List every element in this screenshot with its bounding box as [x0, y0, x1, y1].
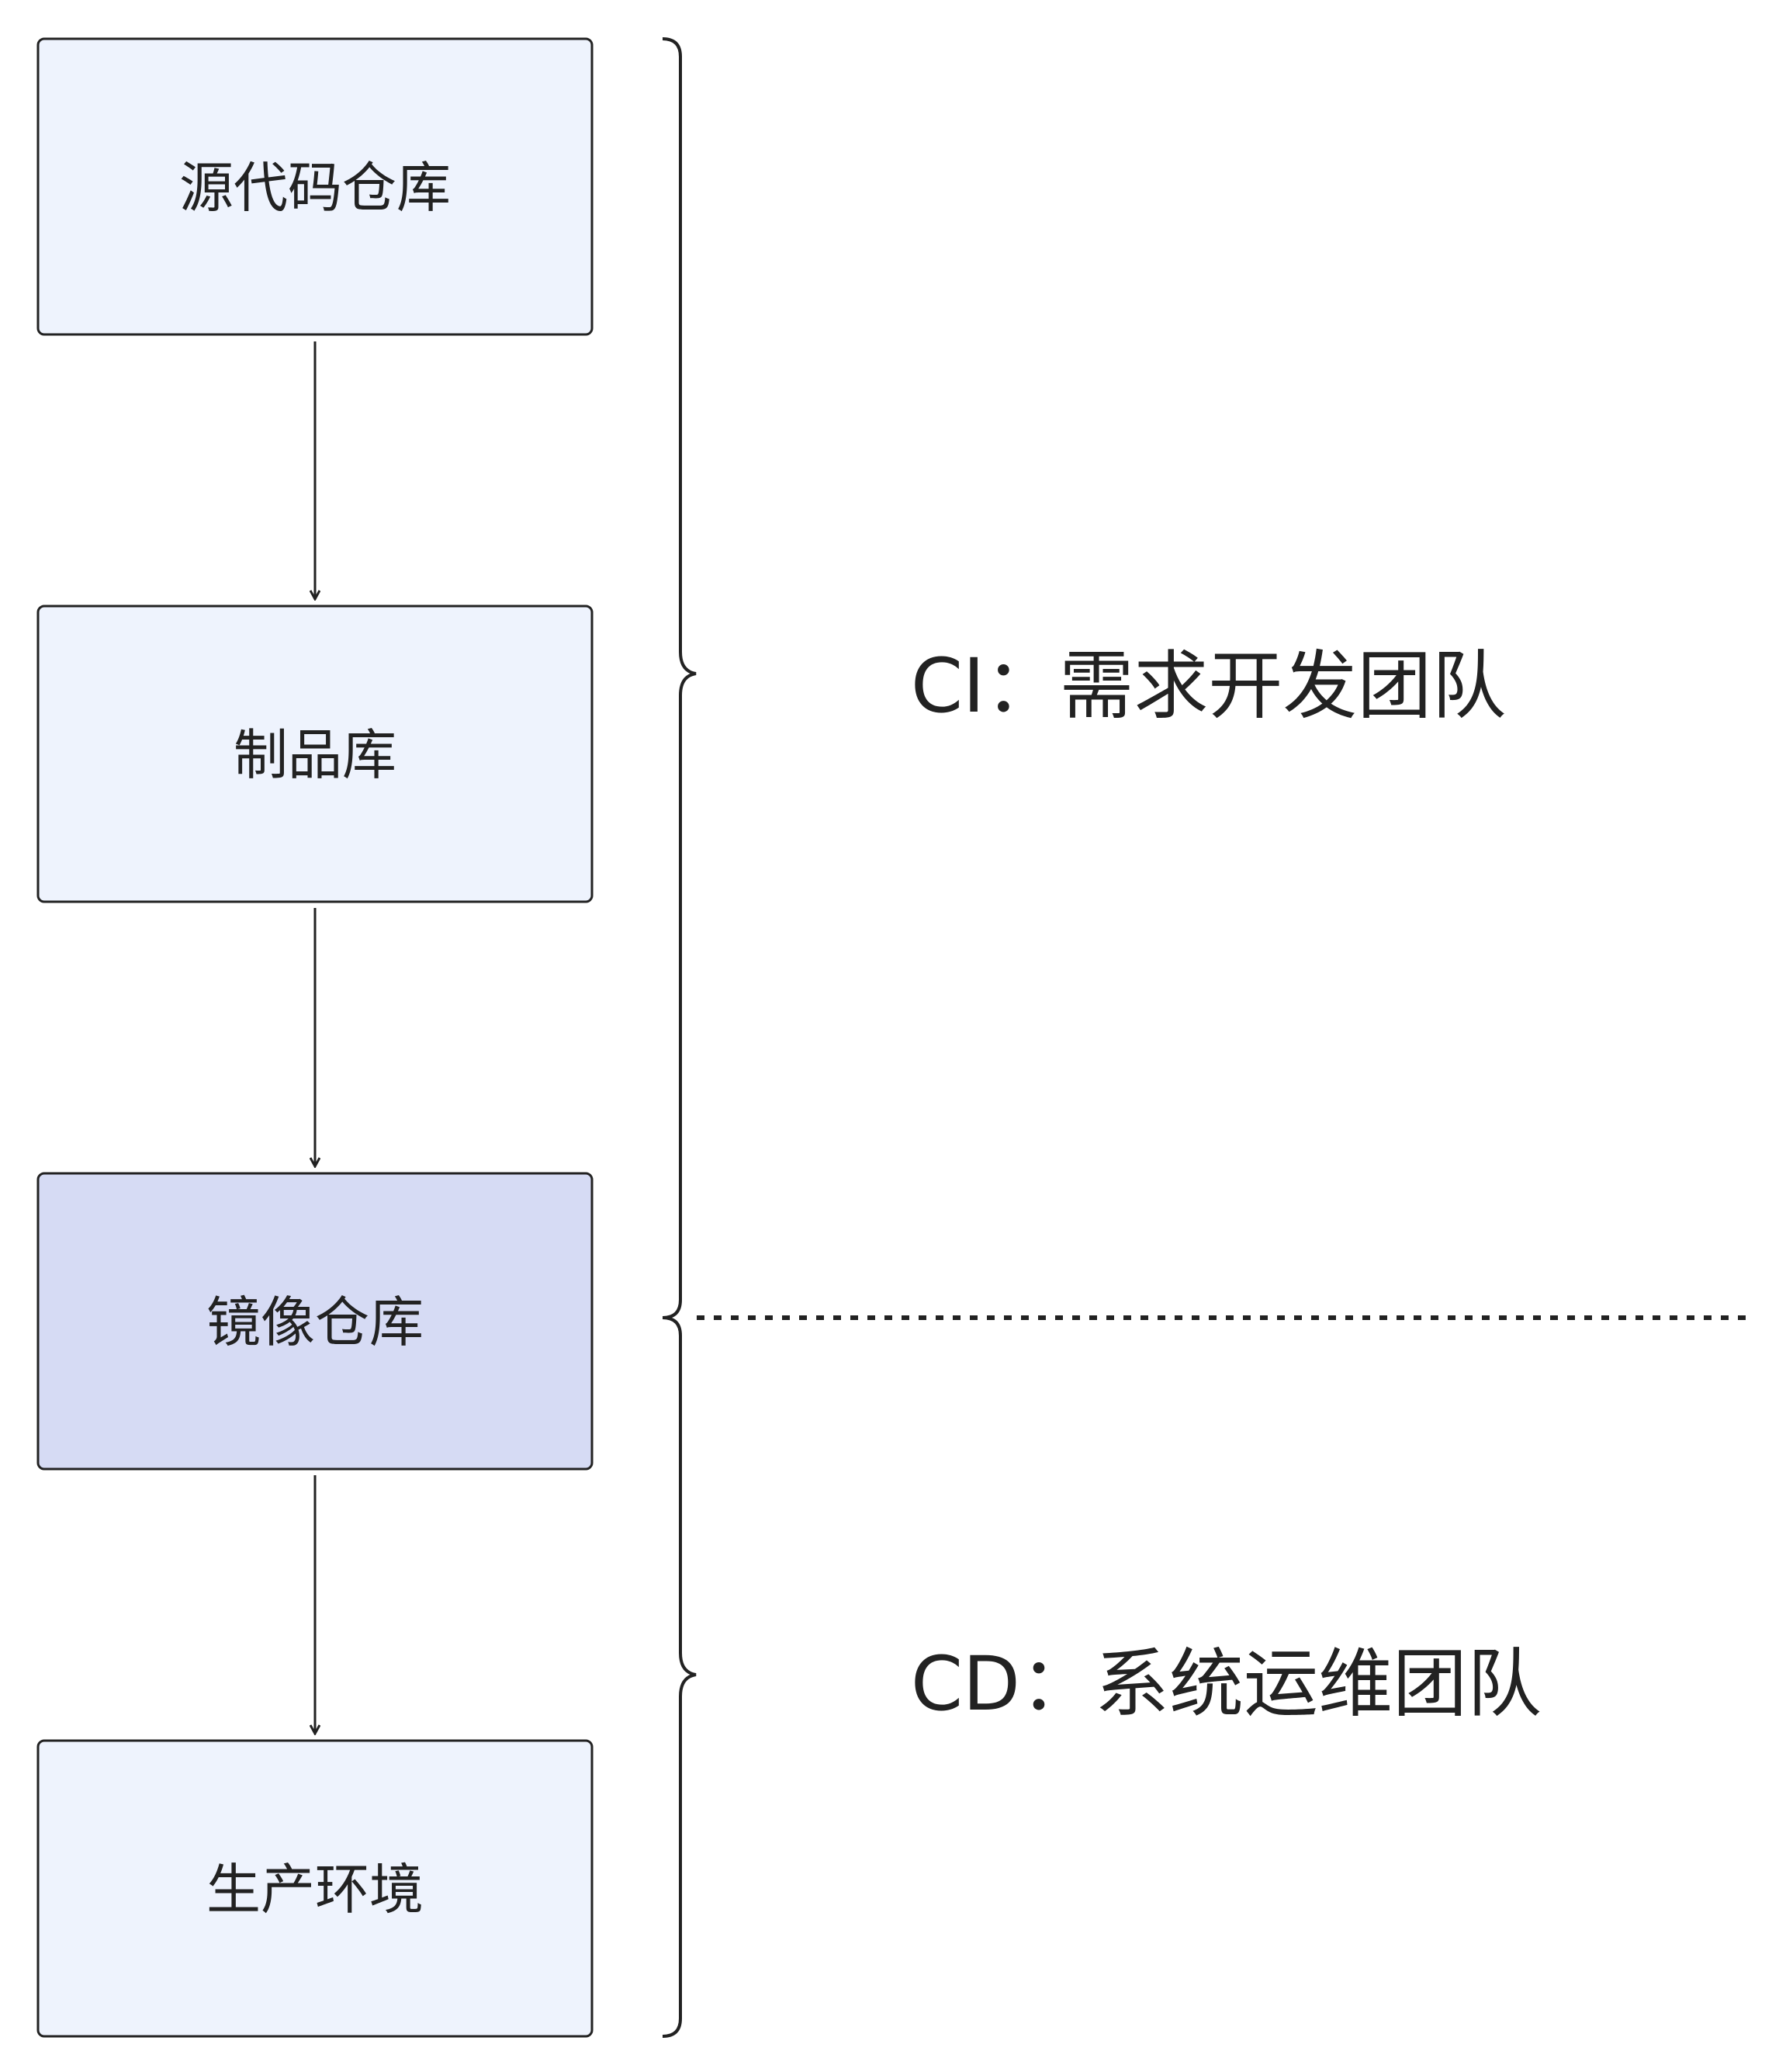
node-label: 源代码仓库: [179, 156, 451, 220]
node-box: [36, 1739, 594, 2038]
node-artifact-repo: 制品库: [36, 605, 594, 903]
cd-brace: [662, 1316, 697, 2038]
node-image-repo: 镜像仓库: [36, 1172, 594, 1471]
ci-brace: [662, 37, 697, 1319]
node-label: 镜像仓库: [206, 1291, 424, 1354]
node-production: 生产环境: [36, 1739, 594, 2038]
node-label: 生产环境: [206, 1858, 424, 1921]
cd-group-label: CD：系统运维团队: [911, 1641, 1542, 1727]
node-box: [36, 605, 594, 903]
node-box: [36, 1172, 594, 1471]
node-box: [36, 37, 594, 336]
node-label: 制品库: [234, 723, 396, 787]
ci-group-label: CI：需求开发团队: [911, 643, 1506, 729]
node-source-repo: 源代码仓库: [36, 37, 594, 336]
